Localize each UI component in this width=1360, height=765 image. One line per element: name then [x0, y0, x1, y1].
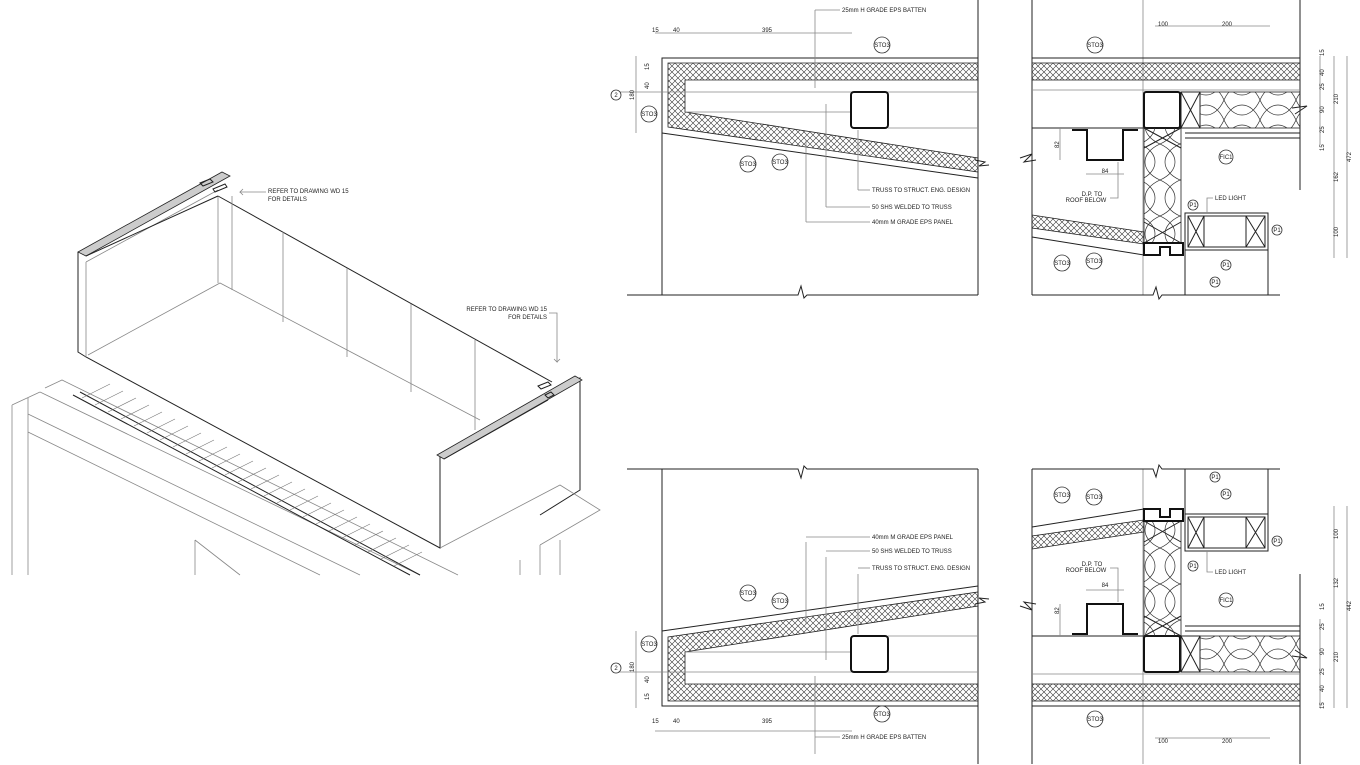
- dim: 100: [1334, 226, 1340, 237]
- grid-ref: 2: [614, 666, 618, 672]
- dp-label-1: D.P. TO: [1082, 562, 1103, 568]
- tag-sto3: STO3: [641, 112, 657, 118]
- dim: 90: [1320, 648, 1326, 655]
- tag-p1: P1: [1211, 280, 1219, 286]
- section-bottom-right: [1019, 464, 1348, 765]
- dim: 210: [1334, 93, 1340, 104]
- truss-label: TRUSS TO STRUCT. ENG. DESIGN: [872, 566, 970, 572]
- tag-sto3: STO3: [1086, 259, 1102, 265]
- tag-p1: P1: [1222, 492, 1230, 498]
- tag-sto3: STO3: [740, 591, 756, 597]
- batten-label: 25mm H GRADE EPS BATTEN: [842, 8, 926, 14]
- panel-label: 40mm M GRADE EPS PANEL: [872, 535, 954, 541]
- panel-label: 40mm M GRADE EPS PANEL: [872, 220, 954, 226]
- dim: 15: [652, 28, 659, 34]
- dim: 90: [1320, 106, 1326, 113]
- tag-p1: P1: [1273, 228, 1281, 234]
- roof-sheeting: [81, 383, 423, 567]
- tag-p1: P1: [1222, 263, 1230, 269]
- callout-2-line1: REFER TO DRAWING WD 15: [466, 307, 547, 313]
- dim: 40: [1320, 685, 1326, 692]
- dim: 180: [630, 89, 636, 100]
- dim: 132: [1334, 577, 1340, 588]
- dim: 15: [645, 63, 651, 70]
- dim: 15: [652, 719, 659, 725]
- dim: 395: [762, 28, 773, 34]
- tag-sto3: STO3: [874, 43, 890, 49]
- dim: 15: [1320, 603, 1326, 610]
- tag-fic1: FIC1: [1219, 598, 1233, 604]
- dim: 25: [1320, 623, 1326, 630]
- dim: 210: [1334, 651, 1340, 662]
- dp-label-1: D.P. TO: [1082, 192, 1103, 198]
- dim: 25: [1320, 83, 1326, 90]
- dim: 200: [1222, 22, 1233, 28]
- dim: 442: [1347, 600, 1353, 611]
- dim: 395: [762, 719, 773, 725]
- led-label: LED LIGHT: [1215, 570, 1246, 576]
- callout-1-line2: FOR DETAILS: [268, 197, 307, 203]
- tag-sto3: STO3: [641, 642, 657, 648]
- tag-sto3: STO3: [1087, 43, 1103, 49]
- dim: 100: [1158, 739, 1169, 745]
- isometric-view: REFER TO DRAWING WD 15 FOR DETAILS REFER…: [11, 171, 601, 576]
- tag-p1: P1: [1273, 539, 1281, 545]
- channel-height: 82: [1055, 607, 1061, 614]
- dim: 40: [673, 719, 680, 725]
- dim: 100: [1158, 22, 1169, 28]
- truss-label: TRUSS TO STRUCT. ENG. DESIGN: [872, 188, 970, 194]
- section-top-right: [1019, 0, 1348, 300]
- batten-label: 25mm H GRADE EPS BATTEN: [842, 735, 926, 741]
- callout-1-line1: REFER TO DRAWING WD 15: [268, 189, 349, 195]
- shs-label: 50 SHS WELDED TO TRUSS: [872, 549, 952, 555]
- channel-height: 82: [1055, 141, 1061, 148]
- dim: 25: [1320, 668, 1326, 675]
- tag-sto3: STO3: [874, 712, 890, 718]
- tag-fic1: FIC1: [1219, 155, 1233, 161]
- dim: 25: [1320, 126, 1326, 133]
- dim: 40: [645, 82, 651, 89]
- tag-p1: P1: [1189, 203, 1197, 209]
- dim: 40: [673, 28, 680, 34]
- bottom-left-annotations: 40mm M GRADE EPS PANEL 50 SHS WELDED TO …: [610, 535, 970, 741]
- dim: 180: [630, 661, 636, 672]
- tag-sto3: STO3: [1086, 495, 1102, 501]
- tag-sto3: STO3: [740, 162, 756, 168]
- dim: 40: [1320, 69, 1326, 76]
- callout-2-line2: FOR DETAILS: [508, 315, 547, 321]
- dp-label-2: ROOF BELOW: [1066, 568, 1107, 574]
- section-top-left: [617, 0, 990, 299]
- channel-width: 84: [1102, 583, 1109, 589]
- led-label: LED LIGHT: [1215, 196, 1246, 202]
- top-right-annotations: 100 200 15 40 25 90 210 25 15 162 100 47…: [1053, 22, 1353, 288]
- dim: 200: [1222, 739, 1233, 745]
- shs-label: 50 SHS WELDED TO TRUSS: [872, 205, 952, 211]
- dim: 15: [1320, 144, 1326, 151]
- tag-p1: P1: [1189, 564, 1197, 570]
- tag-p1: P1: [1211, 475, 1219, 481]
- top-left-annotations: 25mm H GRADE EPS BATTEN TRUSS TO STRUCT.…: [610, 8, 970, 226]
- grid-ref: 2: [614, 93, 618, 99]
- tag-sto3: STO3: [1087, 717, 1103, 723]
- dim: 100: [1334, 528, 1340, 539]
- dim: 15: [1320, 49, 1326, 56]
- tag-sto3: STO3: [1054, 493, 1070, 499]
- dim: 162: [1334, 171, 1340, 182]
- dim: 472: [1347, 151, 1353, 162]
- dim: 15: [645, 693, 651, 700]
- bottom-right-annotations: 100 200 100 132 442 15 25 90 210 25 40 1…: [1053, 471, 1353, 745]
- dp-label-2: ROOF BELOW: [1066, 198, 1107, 204]
- dim: 40: [645, 676, 651, 683]
- tag-sto3: STO3: [772, 160, 788, 166]
- tag-sto3: STO3: [772, 599, 788, 605]
- dim: 15: [1320, 702, 1326, 709]
- tag-sto3: STO3: [1054, 261, 1070, 267]
- channel-width: 84: [1102, 169, 1109, 175]
